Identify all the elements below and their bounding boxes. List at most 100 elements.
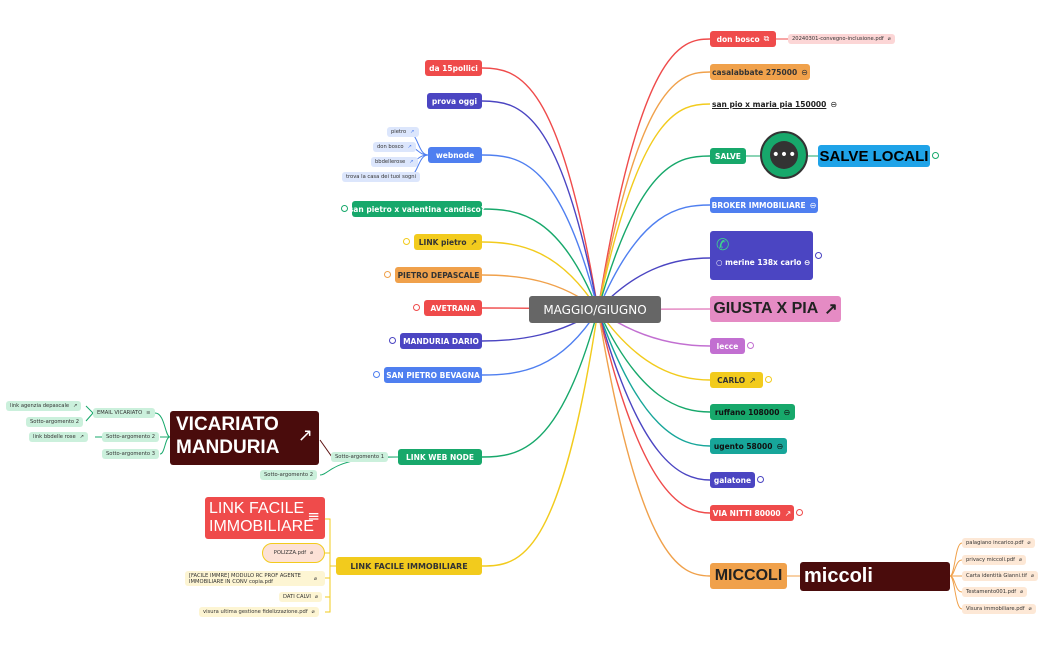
attachment-icon[interactable]: ⌀ (1027, 540, 1031, 546)
subtopic-sotto-argomento-3[interactable]: Sotto-argomento 3 (102, 449, 160, 459)
topic-galatone[interactable]: galatone (710, 472, 755, 488)
subtopic-link-bbdelle-rose[interactable]: link bbdelle rose ↗ (29, 432, 89, 442)
topic-manduria-dario[interactable]: MANDURIA DARIO (400, 333, 482, 349)
facile-immobiliare-card[interactable]: LINK FACILE IMMOBILIARE ≡ (205, 497, 325, 539)
topic-via-nitti[interactable]: VIA NITTI 80000 ↗ (710, 505, 794, 521)
file-visura-gestione[interactable]: visura ultima gestione fidelizzazione.pd… (199, 607, 319, 617)
external-link-icon[interactable]: ↗ (410, 129, 415, 135)
more-icon[interactable]: ⊖ (801, 67, 808, 77)
file-palagiano[interactable]: palagiano incarico.pdf ⌀ (962, 538, 1035, 548)
external-link-icon[interactable]: ↗ (79, 434, 85, 440)
attachment-icon[interactable]: ⌀ (310, 550, 314, 556)
topic-san-pietro-bevagna[interactable]: SAN PIETRO BEVAGNA (384, 367, 482, 383)
subtopic-pietro[interactable]: pietro ↗ (387, 127, 419, 137)
topic-link-facile-immobiliare[interactable]: LINK FACILE IMMOBILIARE (336, 557, 482, 575)
subtopic-link-agenzia-depascale[interactable]: link agenzia depascale ↗ (6, 401, 82, 411)
note-icon[interactable]: ≡ (307, 507, 320, 525)
vicariato-manduria-card[interactable]: VICARIATO MANDURIA ↗ (170, 411, 319, 465)
attachment-icon[interactable]: ⌀ (311, 609, 315, 615)
subtopic-label: link bbdelle rose (33, 434, 76, 440)
file-testamento[interactable]: Testamento001.pdf ⌀ (962, 587, 1028, 597)
collapse-badge[interactable] (413, 304, 420, 311)
topic-ruffano[interactable]: ruffano 108000 ⊖ (710, 404, 795, 420)
collapse-badge[interactable] (403, 238, 410, 245)
collapse-badge[interactable] (815, 252, 822, 259)
attachment-icon[interactable]: ⌀ (887, 36, 891, 42)
miccoli-card[interactable]: miccoli (800, 562, 950, 591)
collapse-badge[interactable] (389, 337, 396, 344)
external-link-icon[interactable]: ↗ (824, 301, 838, 318)
file-label: 20240301-convegno-inclusione.pdf (792, 36, 884, 42)
file-dati-calvi[interactable]: DATI CALVI ⌀ (279, 592, 323, 602)
attachment-icon[interactable]: ⌀ (314, 594, 319, 600)
subtopic-sotto-argomento-1[interactable]: Sotto-argomento 1 (331, 452, 389, 462)
vicariato-title: VICARIATO MANDURIA (176, 414, 280, 458)
topic-ugento[interactable]: ugento 58000 ⊖ (710, 438, 787, 454)
topic-san-pietro-valentina[interactable]: san pietro x valentina candisco? (349, 201, 485, 217)
more-icon[interactable]: ⊖ (809, 200, 817, 210)
topic-webnode[interactable]: webnode (428, 147, 482, 163)
topic-don-bosco[interactable]: don bosco ⧉ (710, 31, 776, 47)
subtopic-email-vicariato[interactable]: EMAIL VICARIATO ≡ (93, 408, 155, 418)
topic-merine-carlo[interactable]: ✆ ○ merine 138x carlo ⊖ (710, 231, 813, 280)
subtopic-sotto-argomento-2c[interactable]: Sotto-argomento 2 (26, 417, 84, 427)
collapse-badge[interactable] (373, 371, 380, 378)
topic-link-web-node[interactable]: LINK WEB NODE (398, 449, 482, 465)
topic-lecce[interactable]: lecce (710, 338, 745, 354)
topic-link-pietro[interactable]: LINK pietro ↗ (414, 234, 482, 250)
more-icon[interactable]: ⊖ (830, 100, 838, 109)
external-link-icon[interactable]: ↗ (470, 237, 478, 247)
file-carta-identita[interactable]: Carta identità Gianni.tif ⌀ (962, 571, 1039, 581)
topic-label: don bosco (716, 34, 760, 44)
more-icon[interactable]: ⊖ (804, 258, 811, 267)
copy-icon[interactable]: ⧉ (763, 34, 770, 43)
subtopic-bbdellerose[interactable]: bbdellerose ↗ (371, 157, 418, 167)
attachment-icon[interactable]: ⌀ (1019, 557, 1023, 563)
topic-prova-oggi[interactable]: prova oggi (427, 93, 482, 109)
collapse-badge[interactable] (796, 509, 803, 516)
topic-miccoli[interactable]: MICCOLI (710, 563, 787, 589)
file-polizza[interactable]: POLIZZA.pdf ⌀ (262, 543, 325, 563)
external-link-icon[interactable]: ↗ (297, 425, 313, 446)
salve-locali-chat-icon[interactable]: ••• (760, 131, 808, 179)
topic-avetrana[interactable]: AVETRANA (424, 300, 482, 316)
subtopic-sotto-argomento-2b[interactable]: Sotto-argomento 2 (102, 432, 160, 442)
file-visura-immobiliare[interactable]: Visura immobiliare.pdf ⌀ (962, 604, 1036, 614)
external-link-icon[interactable]: ↗ (784, 508, 792, 518)
collapse-badge[interactable] (932, 152, 939, 159)
subtopic-trova-la-casa[interactable]: trova la casa dei tuoi sogni (342, 172, 421, 182)
topic-salve[interactable]: SALVE (710, 148, 746, 164)
subtopic-label: EMAIL VICARIATO (97, 410, 143, 416)
topic-carlo[interactable]: CARLO ↗ (710, 372, 763, 388)
attachment-icon[interactable]: ⌀ (1020, 589, 1024, 595)
collapse-badge[interactable] (747, 342, 754, 349)
subtopic-sotto-argomento-2[interactable]: Sotto-argomento 2 (260, 470, 318, 480)
collapse-badge[interactable] (341, 205, 348, 212)
central-topic[interactable]: MAGGIO/GIUGNO (529, 296, 661, 323)
topic-pietro-depascale[interactable]: PIETRO DEPASCALE (395, 267, 482, 283)
topic-da-15pollici[interactable]: da 15pollici (425, 60, 482, 76)
radio-icon[interactable]: ○ (716, 258, 723, 267)
topic-broker-immobiliare[interactable]: BROKER IMMOBILIARE ⊖ (710, 197, 818, 213)
topic-salve-locali[interactable]: SALVE LOCALI (818, 145, 930, 167)
note-icon[interactable]: ≡ (146, 410, 151, 416)
collapse-badge[interactable] (384, 271, 391, 278)
attachment-icon[interactable]: ⌀ (314, 575, 318, 582)
external-link-icon[interactable]: ↗ (409, 159, 414, 165)
file-privacy-miccoli[interactable]: privacy miccoli.pdf ⌀ (962, 555, 1027, 565)
subtopic-don-bosco[interactable]: don bosco ↗ (373, 142, 416, 152)
topic-casalabbate[interactable]: casalabbate 275000 ⊖ (710, 64, 810, 80)
more-icon[interactable]: ⊖ (783, 407, 791, 417)
file-modulo-rc[interactable]: [FACILE IMMRE] MODULO RC PROF AGENTE IMM… (185, 571, 325, 586)
topic-giusta-x-pia[interactable]: GIUSTA X PIA ↗ (710, 296, 841, 322)
external-link-icon[interactable]: ↗ (407, 144, 412, 150)
file-convegno-inclusione[interactable]: 20240301-convegno-inclusione.pdf ⌀ (788, 34, 895, 44)
attachment-icon[interactable]: ⌀ (1030, 573, 1035, 579)
collapse-badge[interactable] (757, 476, 764, 483)
more-icon[interactable]: ⊖ (776, 441, 784, 451)
attachment-icon[interactable]: ⌀ (1028, 606, 1032, 612)
collapse-badge[interactable] (765, 376, 772, 383)
topic-san-pio[interactable]: san pio x maria pia 150000 ⊖ (712, 97, 837, 112)
external-link-icon[interactable]: ↗ (749, 375, 756, 385)
external-link-icon[interactable]: ↗ (73, 403, 78, 409)
